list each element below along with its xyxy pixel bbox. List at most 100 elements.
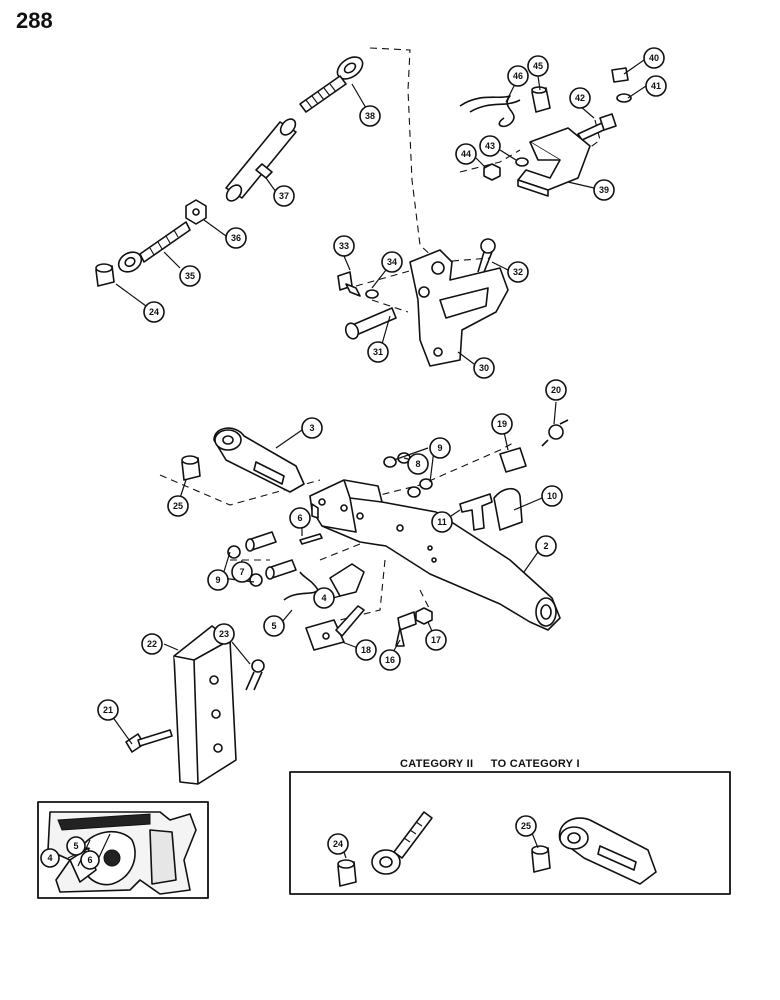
callout-5: 5 bbox=[263, 615, 285, 637]
callout-6: 6 bbox=[289, 507, 311, 529]
part-36-nut bbox=[185, 199, 207, 225]
svg-text:43: 43 bbox=[485, 141, 495, 151]
svg-text:17: 17 bbox=[431, 635, 441, 645]
detail-callout-4: 4 bbox=[40, 848, 60, 868]
callout-38: 38 bbox=[359, 105, 381, 127]
callout-9: 9 bbox=[429, 437, 451, 459]
callout-34: 34 bbox=[381, 251, 403, 273]
svg-text:24: 24 bbox=[333, 839, 343, 849]
svg-text:19: 19 bbox=[497, 419, 507, 429]
part-19-plate bbox=[499, 447, 527, 473]
callout-22: 22 bbox=[141, 633, 163, 655]
part-17-nut bbox=[415, 607, 433, 625]
part-33-bolt bbox=[337, 271, 361, 297]
callout-25: 25 bbox=[167, 495, 189, 517]
part-18-hook-pin bbox=[305, 605, 365, 651]
callout-8: 8 bbox=[407, 453, 429, 475]
callout-23: 23 bbox=[213, 623, 235, 645]
part-30-mast-bracket bbox=[409, 249, 509, 367]
inset-caption-right: TO CATEGORY I bbox=[490, 758, 580, 770]
part-39-bracket bbox=[517, 127, 591, 197]
inset-caption: CATEGORY II TO CATEGORY I bbox=[400, 758, 594, 770]
part-4-latch bbox=[329, 563, 365, 597]
callout-37: 37 bbox=[273, 185, 295, 207]
svg-text:7: 7 bbox=[239, 567, 244, 577]
svg-text:6: 6 bbox=[297, 513, 302, 523]
callout-2: 2 bbox=[535, 535, 557, 557]
svg-text:4: 4 bbox=[47, 853, 52, 863]
svg-text:22: 22 bbox=[147, 639, 157, 649]
svg-text:32: 32 bbox=[513, 267, 523, 277]
svg-text:18: 18 bbox=[361, 645, 371, 655]
callout-17: 17 bbox=[425, 629, 447, 651]
callout-43: 43 bbox=[479, 135, 501, 157]
svg-text:39: 39 bbox=[599, 185, 609, 195]
detail-callout-5: 5 bbox=[66, 836, 86, 856]
part-41-washer bbox=[616, 93, 632, 103]
callout-42: 42 bbox=[569, 87, 591, 109]
part-16-bolt bbox=[395, 611, 417, 647]
svg-text:6: 6 bbox=[87, 855, 92, 865]
callout-40: 40 bbox=[643, 47, 665, 69]
part-3-link bbox=[213, 427, 305, 493]
part-5-spring bbox=[283, 571, 319, 601]
svg-text:5: 5 bbox=[271, 621, 276, 631]
svg-text:10: 10 bbox=[547, 491, 557, 501]
svg-text:9: 9 bbox=[215, 575, 220, 585]
svg-text:25: 25 bbox=[173, 501, 183, 511]
callout-3: 3 bbox=[301, 417, 323, 439]
callout-45: 45 bbox=[527, 55, 549, 77]
svg-text:3: 3 bbox=[309, 423, 314, 433]
callout-20: 20 bbox=[545, 379, 567, 401]
part-9-ring bbox=[227, 545, 241, 559]
svg-text:9: 9 bbox=[437, 443, 442, 453]
part-45-bushing bbox=[531, 86, 551, 113]
part-34-washer bbox=[365, 289, 379, 299]
callout-46: 46 bbox=[507, 65, 529, 87]
part-9-ring bbox=[383, 456, 397, 468]
callout-25-inset: 25 bbox=[515, 815, 537, 837]
part-8-ring bbox=[419, 478, 433, 490]
callout-33: 33 bbox=[333, 235, 355, 257]
detail-inset bbox=[37, 801, 209, 899]
part-37-tube bbox=[225, 118, 297, 202]
svg-text:40: 40 bbox=[649, 53, 659, 63]
svg-text:42: 42 bbox=[575, 93, 585, 103]
svg-text:24: 24 bbox=[149, 307, 159, 317]
svg-text:30: 30 bbox=[479, 363, 489, 373]
callout-21: 21 bbox=[97, 699, 119, 721]
part-32-pin-clip bbox=[477, 238, 496, 273]
part-25-bushing bbox=[181, 455, 201, 481]
callout-36: 36 bbox=[225, 227, 247, 249]
part-44-nut bbox=[483, 163, 501, 181]
svg-text:20: 20 bbox=[551, 385, 561, 395]
svg-text:33: 33 bbox=[339, 241, 349, 251]
part-24-bushing bbox=[95, 263, 115, 287]
svg-text:37: 37 bbox=[279, 191, 289, 201]
callout-30: 30 bbox=[473, 357, 495, 379]
assembly-line bbox=[371, 299, 409, 313]
svg-text:16: 16 bbox=[385, 655, 395, 665]
part-20-clip bbox=[541, 419, 569, 447]
callout-44: 44 bbox=[455, 143, 477, 165]
part-2-lower-link bbox=[309, 479, 561, 631]
svg-text:36: 36 bbox=[231, 233, 241, 243]
callout-16: 16 bbox=[379, 649, 401, 671]
part-22-spacer-block bbox=[173, 625, 237, 785]
svg-text:25: 25 bbox=[521, 821, 531, 831]
part-21-bolt bbox=[125, 729, 173, 753]
svg-text:44: 44 bbox=[461, 149, 471, 159]
part-10-wear-pad bbox=[493, 487, 523, 531]
svg-text:41: 41 bbox=[651, 81, 661, 91]
svg-text:46: 46 bbox=[513, 71, 523, 81]
callout-24: 24 bbox=[143, 301, 165, 323]
callout-41: 41 bbox=[645, 75, 667, 97]
svg-text:31: 31 bbox=[373, 347, 383, 357]
part-11-key bbox=[459, 493, 493, 531]
svg-text:34: 34 bbox=[387, 257, 397, 267]
svg-text:38: 38 bbox=[365, 111, 375, 121]
callout-11: 11 bbox=[431, 511, 453, 533]
part-35-eye-bolt bbox=[117, 221, 191, 273]
part-7-pin bbox=[245, 531, 297, 580]
